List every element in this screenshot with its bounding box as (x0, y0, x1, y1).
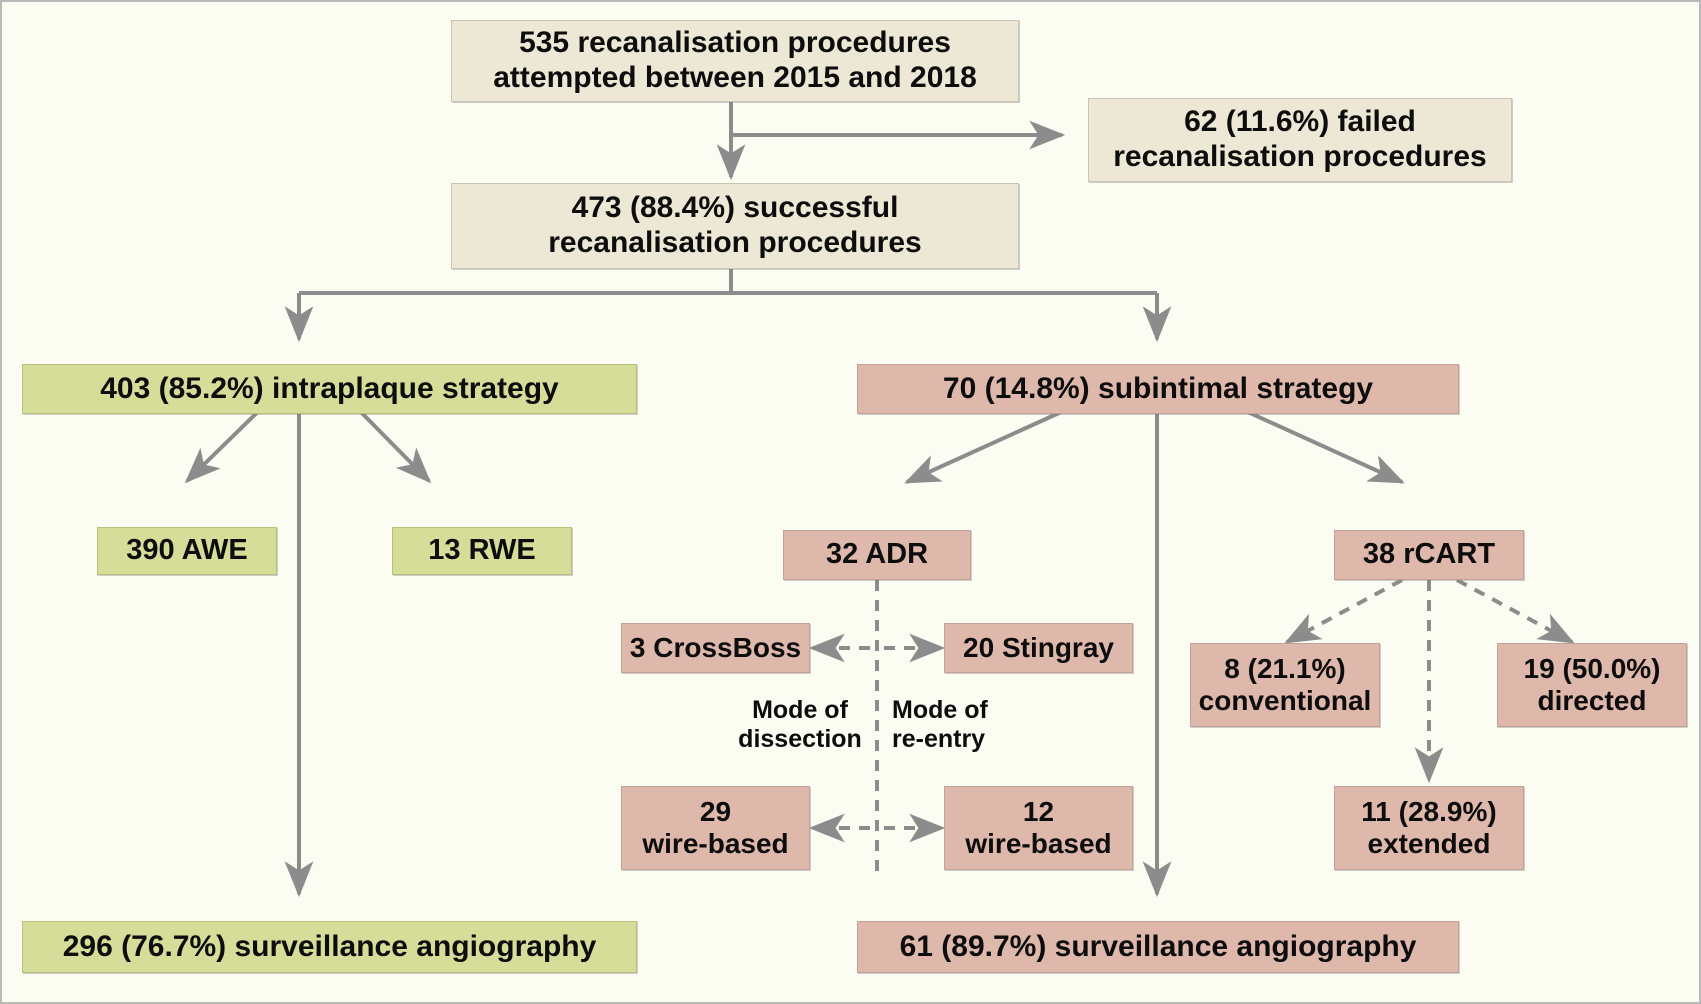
node-rwe: 13 RWE (392, 527, 572, 575)
node-wire-based-dissection: 29 wire-based (621, 786, 810, 870)
node-directed: 19 (50.0%) directed (1497, 643, 1687, 727)
label-mode-of-reentry: Mode of re-entry (892, 696, 988, 753)
node-awe: 390 AWE (97, 527, 277, 575)
node-intraplaque-strategy: 403 (85.2%) intraplaque strategy (22, 364, 637, 414)
node-rcart: 38 rCART (1334, 530, 1524, 580)
node-subintimal-strategy: 70 (14.8%) subintimal strategy (857, 364, 1459, 414)
node-surveillance-angiography-intraplaque: 296 (76.7%) surveillance angiography (22, 921, 637, 973)
node-adr: 32 ADR (783, 530, 971, 580)
node-failed-procedures: 62 (11.6%) failed recanalisation procedu… (1088, 98, 1512, 182)
node-surveillance-angiography-subintimal: 61 (89.7%) surveillance angiography (857, 921, 1459, 973)
node-stingray: 20 Stingray (944, 623, 1133, 673)
label-mode-of-dissection: Mode of dissection (738, 696, 862, 753)
node-successful-procedures: 473 (88.4%) successful recanalisation pr… (451, 183, 1019, 269)
node-crossboss: 3 CrossBoss (621, 623, 810, 673)
node-extended: 11 (28.9%) extended (1334, 786, 1524, 870)
node-wire-based-reentry: 12 wire-based (944, 786, 1133, 870)
node-total-attempted: 535 recanalisation procedures attempted … (451, 20, 1019, 102)
node-conventional: 8 (21.1%) conventional (1190, 643, 1380, 727)
